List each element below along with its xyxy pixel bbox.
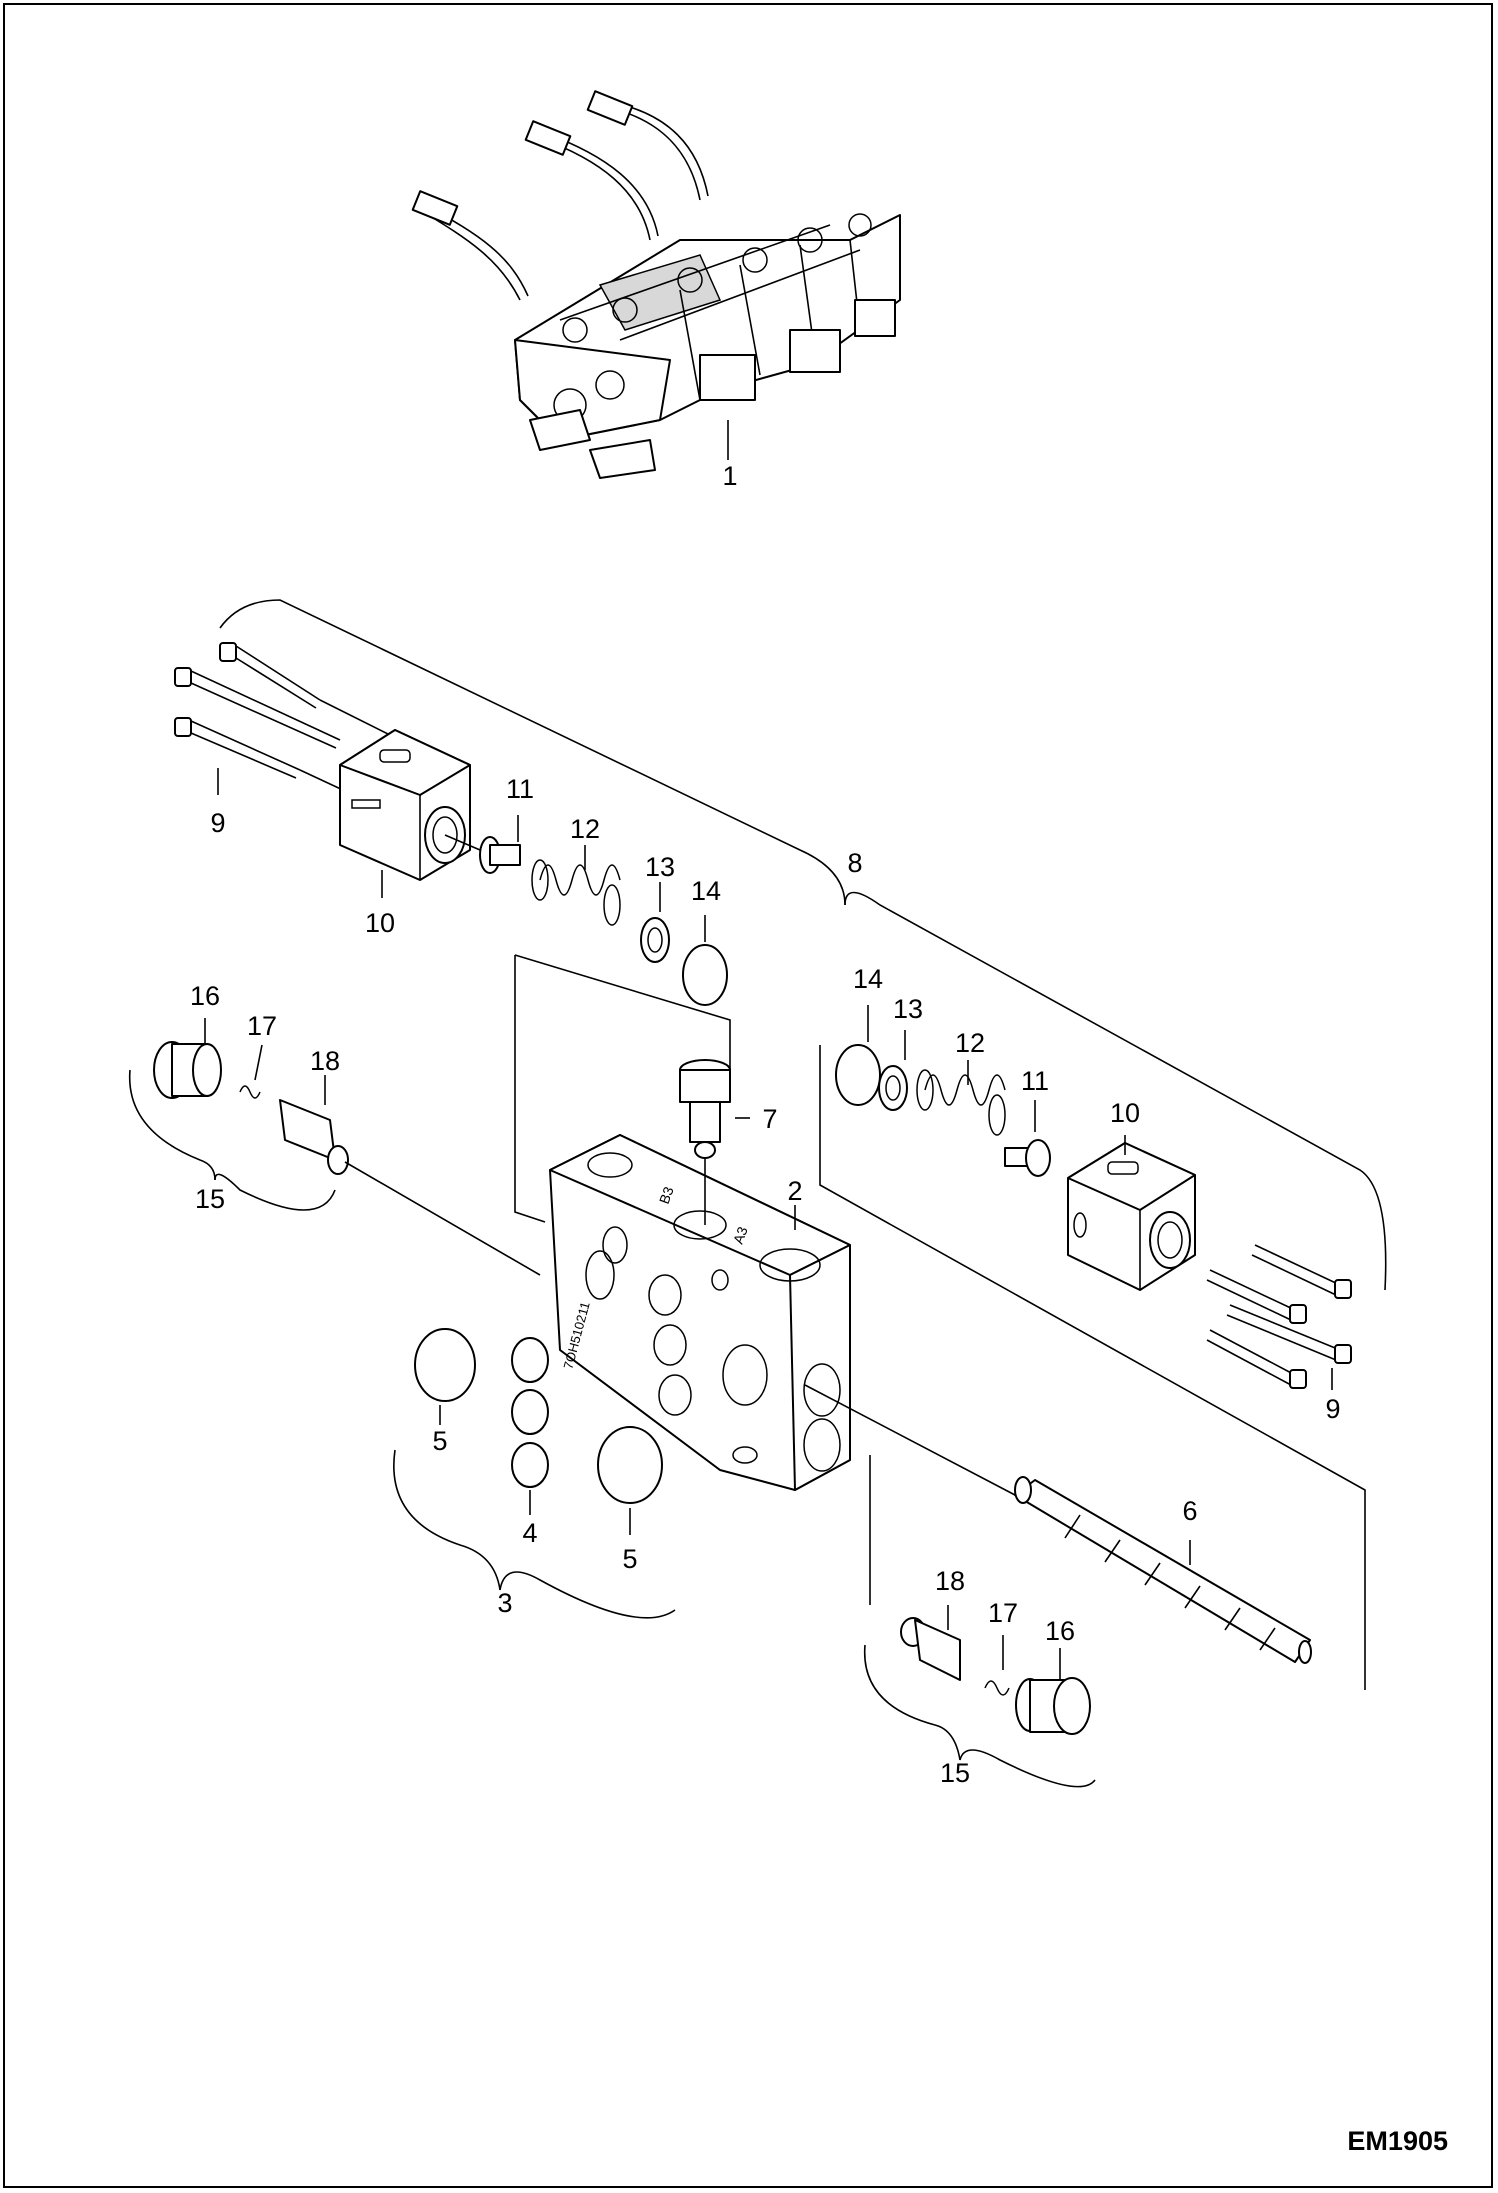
port-a-marking: A3 [730, 1224, 751, 1246]
washer-right [878, 1065, 908, 1111]
spring-seat-right [1004, 1139, 1051, 1177]
o-ring-5a [414, 1328, 476, 1402]
spring-seat-left [479, 836, 521, 874]
link-upper-right [514, 954, 731, 1070]
valve-18b [900, 1617, 961, 1681]
bracket-3b [499, 1571, 676, 1619]
bracket-3a [393, 1449, 501, 1591]
leader-17a [254, 1044, 263, 1081]
spring-17b [984, 1680, 1010, 1696]
axis-18a [344, 1161, 541, 1276]
connector-a [411, 190, 459, 226]
callout-17b: 17 [988, 1598, 1018, 1628]
callout-16b: 16 [1045, 1616, 1075, 1646]
callout-9a: 9 [210, 808, 225, 838]
bracket-8-lower [844, 891, 1387, 1291]
o-ring-5b [597, 1426, 663, 1504]
bolts-right [1206, 1244, 1352, 1389]
callout-5b: 5 [622, 1544, 637, 1574]
link-right [819, 1045, 1366, 1690]
callout-14b: 14 [853, 964, 883, 994]
bracket-15b [863, 1644, 961, 1761]
callout-15a: 15 [195, 1184, 225, 1214]
solenoid-cap-right [1067, 1142, 1196, 1291]
o-ring-4-top [511, 1337, 549, 1383]
valve-assembly [411, 90, 901, 479]
callout-14a: 14 [691, 876, 721, 906]
callout-7: 7 [762, 1104, 777, 1134]
plug-16a [153, 1041, 222, 1099]
callout-9b: 9 [1325, 1394, 1340, 1424]
bracket-15a [128, 1069, 216, 1181]
callout-10b: 10 [1110, 1098, 1140, 1128]
spring-left [531, 859, 621, 926]
callout-12b: 12 [955, 1028, 985, 1058]
callout-17a: 17 [247, 1011, 277, 1041]
o-ring-left [682, 944, 728, 1006]
o-ring-right [835, 1044, 881, 1106]
bracket-15b-tail [959, 1749, 1096, 1788]
spring-right [916, 1069, 1006, 1136]
callout-5a: 5 [432, 1426, 447, 1456]
callout-10a: 10 [365, 908, 395, 938]
callout-4: 4 [522, 1518, 537, 1548]
axis-10a [444, 834, 481, 851]
connector-c [586, 90, 634, 126]
callout-15b: 15 [940, 1758, 970, 1788]
callout-8: 8 [847, 848, 862, 878]
callout-11a: 11 [506, 774, 534, 804]
bracket-15a-tail [214, 1173, 336, 1211]
relief-cartridge [679, 1059, 731, 1159]
callout-12a: 12 [570, 814, 600, 844]
o-ring-4-bot [511, 1442, 549, 1488]
o-ring-4-mid [511, 1389, 549, 1435]
port-b-marking: B3 [656, 1184, 677, 1206]
bracket-8-upper [219, 599, 846, 906]
callout-18b: 18 [935, 1566, 965, 1596]
callout-11b: 11 [1021, 1066, 1049, 1096]
callout-13a: 13 [645, 852, 675, 882]
valve-18a [279, 1099, 349, 1175]
valve-body [549, 1134, 851, 1491]
callout-6: 6 [1182, 1496, 1197, 1526]
callout-1: 1 [722, 461, 737, 491]
spool [1014, 1476, 1312, 1664]
callout-13b: 13 [893, 994, 923, 1024]
drawing-code: EM1905 [1347, 2126, 1448, 2156]
plug-16b [1015, 1677, 1091, 1735]
callout-18a: 18 [310, 1046, 340, 1076]
link-upper-left [514, 955, 546, 1223]
connector-b [524, 120, 572, 156]
callout-2: 2 [787, 1176, 802, 1206]
callout-16a: 16 [190, 981, 220, 1011]
axis-6 [804, 1384, 1016, 1496]
callout-3: 3 [497, 1588, 512, 1618]
solenoid-cap-left [339, 729, 471, 881]
washer-left [640, 917, 670, 963]
spring-17a [239, 1085, 261, 1099]
